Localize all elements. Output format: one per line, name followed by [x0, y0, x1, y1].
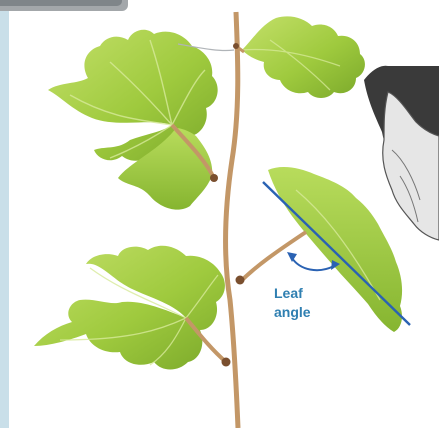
leaf-bottom-left: [34, 246, 225, 370]
leaf-angle-label: Leaf angle: [274, 284, 324, 322]
hand-pinching-leaf-icon: [364, 66, 439, 240]
leaf-angle-label-line1: Leaf: [274, 284, 324, 303]
leaf-top-right: [242, 16, 365, 98]
leaf-angle-label-line2: angle: [274, 303, 324, 322]
angle-arc-icon: [292, 258, 334, 270]
measured-leaf-petiole: [240, 232, 306, 282]
